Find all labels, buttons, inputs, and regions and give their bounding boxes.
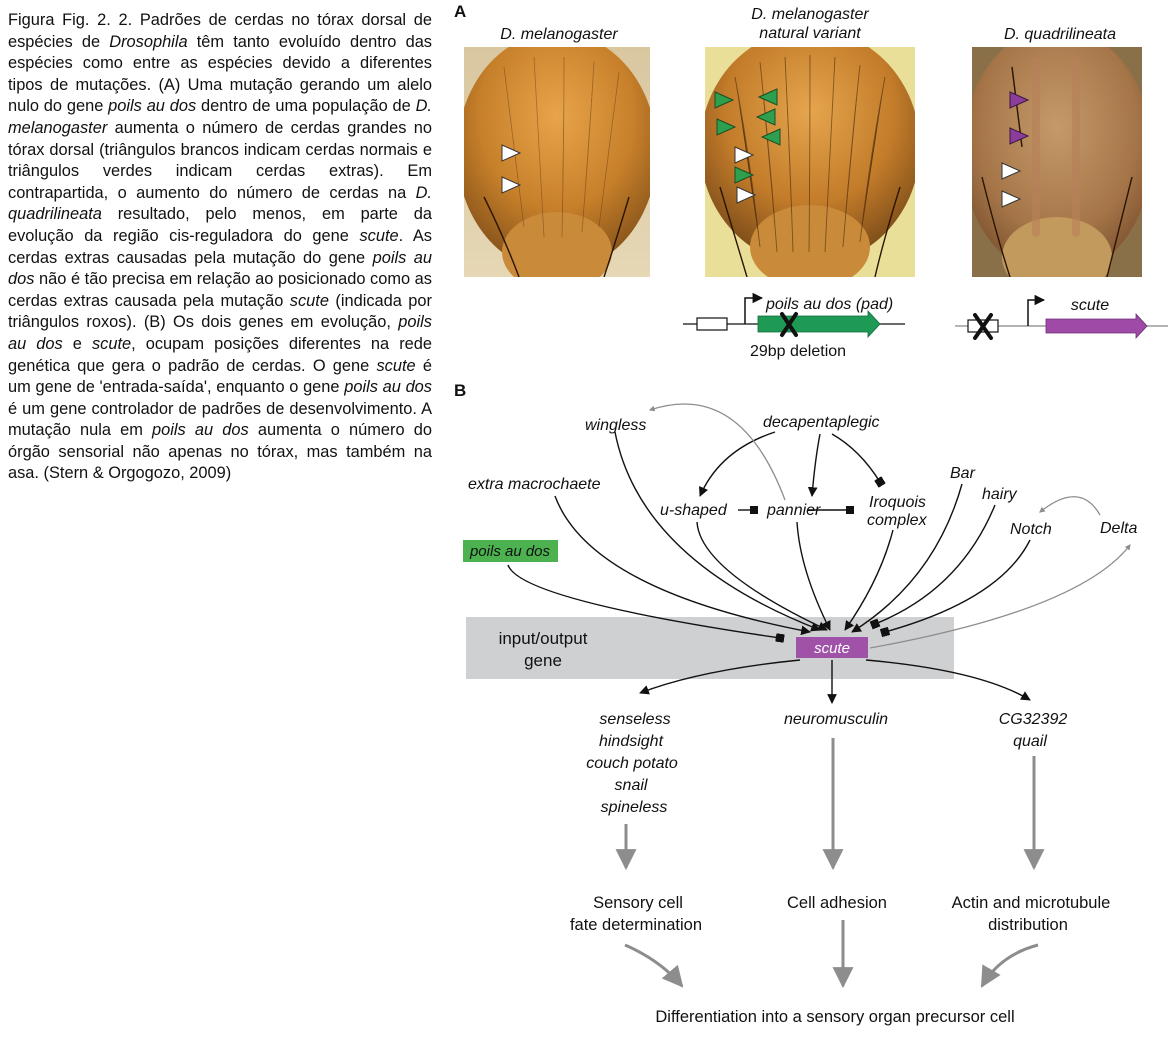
figure-caption: Figura Fig. 2. 2. Padrões de cerdas no t… — [8, 11, 433, 483]
deletion-x-icon — [973, 313, 993, 340]
final-outcome: Differentiation into a sensory organ pre… — [655, 1008, 1014, 1026]
thorax-photo-melanogaster — [464, 47, 650, 277]
target-neuromusculin: neuromusculin — [784, 711, 888, 728]
white-marker-icon — [501, 144, 522, 194]
panel-b-label: B — [454, 381, 466, 400]
panel-a-label: A — [454, 2, 467, 21]
scute-node: scute — [814, 640, 850, 657]
iroquois-node-line2: complex — [867, 512, 928, 529]
bar-node: Bar — [950, 465, 976, 482]
func-cell-adhesion: Cell adhesion — [787, 894, 887, 912]
pad-box — [463, 540, 558, 562]
target-senseless: senseless — [599, 711, 670, 728]
func-sensory-line2: fate determination — [570, 916, 702, 934]
func-sensory-line1: Sensory cell — [593, 894, 683, 912]
target-hindsight: hindsight — [599, 733, 664, 750]
photo3-title: D. quadrilineata — [1003, 26, 1117, 43]
scute-gene-schematic: scute — [955, 294, 1168, 340]
photo2-title: D. melanogaster natural variant — [700, 5, 920, 43]
extra-macrochaete-node: extra macrochaete — [468, 476, 601, 493]
notch-node: Notch — [1010, 521, 1052, 538]
pad-node: poils au dos — [469, 543, 551, 560]
decapentaplegic-node: decapentaplegic — [763, 414, 880, 431]
green-marker-icon — [714, 88, 781, 184]
thorax-photo-quadrilineata — [972, 47, 1142, 277]
wingless-node: wingless — [585, 417, 646, 434]
deletion-x-icon — [780, 312, 798, 337]
pad-gene-label: poils au dos (pad) — [765, 296, 893, 313]
target-snail: snail — [615, 777, 648, 794]
target-quail: quail — [1013, 733, 1047, 750]
white-marker-icon — [1001, 162, 1022, 208]
target-cg32392: CG32392 — [999, 711, 1068, 728]
pad-gene-schematic: poils au dos (pad) 29bp deletion — [683, 292, 905, 360]
photo2-title-line1: D. melanogaster — [751, 6, 869, 23]
photo1-title: D. melanogaster — [500, 26, 618, 43]
scute-gene-label: scute — [1071, 297, 1109, 314]
white-marker-icon — [734, 146, 757, 204]
scute-box — [796, 637, 868, 658]
deletion-label: 29bp deletion — [750, 343, 846, 360]
photo2-title-line2: natural variant — [759, 25, 861, 42]
delta-node: Delta — [1100, 520, 1137, 537]
u-shaped-node: u-shaped — [660, 502, 728, 519]
target-couch-potato: couch potato — [586, 755, 678, 772]
hairy-node: hairy — [982, 486, 1018, 503]
target-spineless: spineless — [601, 799, 668, 816]
thorax-photo-natural-variant — [705, 47, 915, 277]
func-actin-line1: Actin and microtubule — [952, 894, 1111, 912]
pannier-node: pannier — [766, 502, 821, 519]
func-actin-line2: distribution — [988, 916, 1068, 934]
input-output-label-line2: gene — [524, 651, 562, 670]
iroquois-node-line1: Iroquois — [869, 494, 926, 511]
purple-marker-icon — [1009, 91, 1030, 145]
input-output-label-line1: input/output — [499, 629, 588, 648]
